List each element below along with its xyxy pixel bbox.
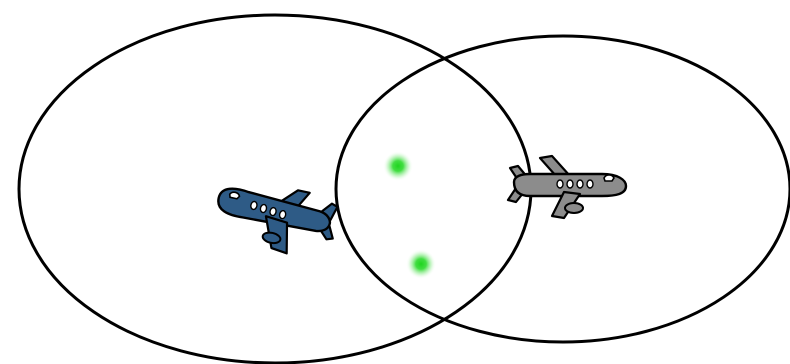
- intersection-point-upper: [383, 151, 413, 181]
- left-plane-range: [19, 15, 531, 363]
- gray-airplane-icon: [508, 156, 626, 218]
- intersection-point-lower: [406, 249, 436, 279]
- blue-airplane-icon: [210, 175, 341, 263]
